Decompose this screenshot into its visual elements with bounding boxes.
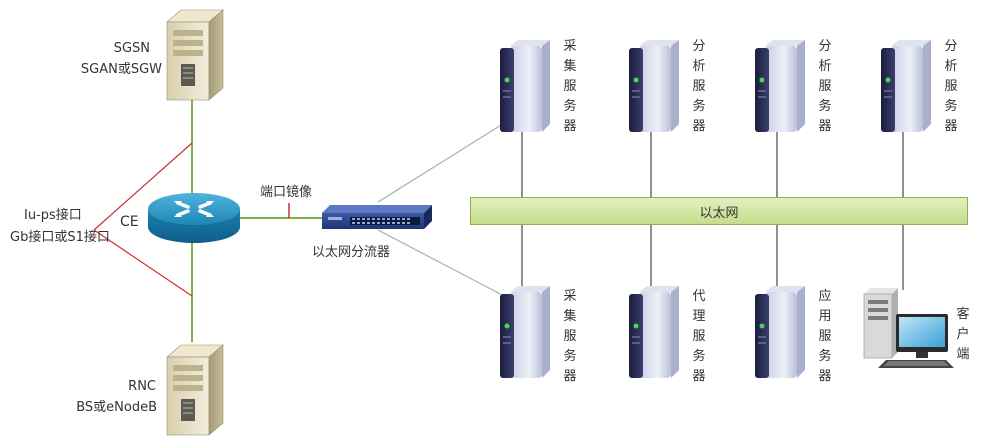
rack-server-icon <box>755 40 805 132</box>
ethernet-bus: 以太网 <box>470 197 968 225</box>
ethernet-label: 以太网 <box>699 205 739 221</box>
access-node-label-bs: BS或eNodeB <box>76 400 157 415</box>
client-label: 客户端 <box>956 307 970 362</box>
interface-label-iu-ps: Iu-ps接口 <box>24 208 82 223</box>
interface-bracket-upper <box>93 142 193 231</box>
router-label: CE <box>120 214 139 230</box>
server-label-analysis-3: 分析服务器 <box>944 39 958 134</box>
rack-server-icon <box>881 40 931 132</box>
rack-server-icon <box>500 286 550 378</box>
server-label-application: 应用服务器 <box>818 289 832 384</box>
splitter-label: 以太网分流器 <box>312 245 391 260</box>
fiber-link-top <box>377 121 507 203</box>
interface-label-gb-s1: Gb接口或S1接口 <box>10 230 110 245</box>
interface-bracket-lower <box>93 229 193 297</box>
rack-server-icon <box>755 286 805 378</box>
rack-server-icon <box>629 40 679 132</box>
server-label-collect-top: 采集服务器 <box>563 39 577 134</box>
access-tower-server-icon <box>166 344 224 436</box>
router-icon <box>148 193 240 243</box>
fiber-link-bottom <box>377 229 507 298</box>
server-label-analysis-2: 分析服务器 <box>818 39 832 134</box>
access-node-label-rnc: RNC <box>128 379 156 394</box>
port-mirror-label: 端口镜像 <box>260 185 313 200</box>
server-label-collect-bottom: 采集服务器 <box>563 289 577 384</box>
rack-server-icon <box>500 40 550 132</box>
core-tower-server-icon <box>166 9 224 101</box>
server-label-analysis-1: 分析服务器 <box>692 39 706 134</box>
server-label-proxy: 代理服务器 <box>692 289 706 384</box>
core-node-label-sgw: SGAN或SGW <box>80 62 162 77</box>
core-node-label-sgsn: SGSN <box>113 41 150 56</box>
ethernet-splitter-icon <box>322 205 432 229</box>
client-workstation-icon <box>863 288 954 368</box>
rack-server-icon <box>629 286 679 378</box>
